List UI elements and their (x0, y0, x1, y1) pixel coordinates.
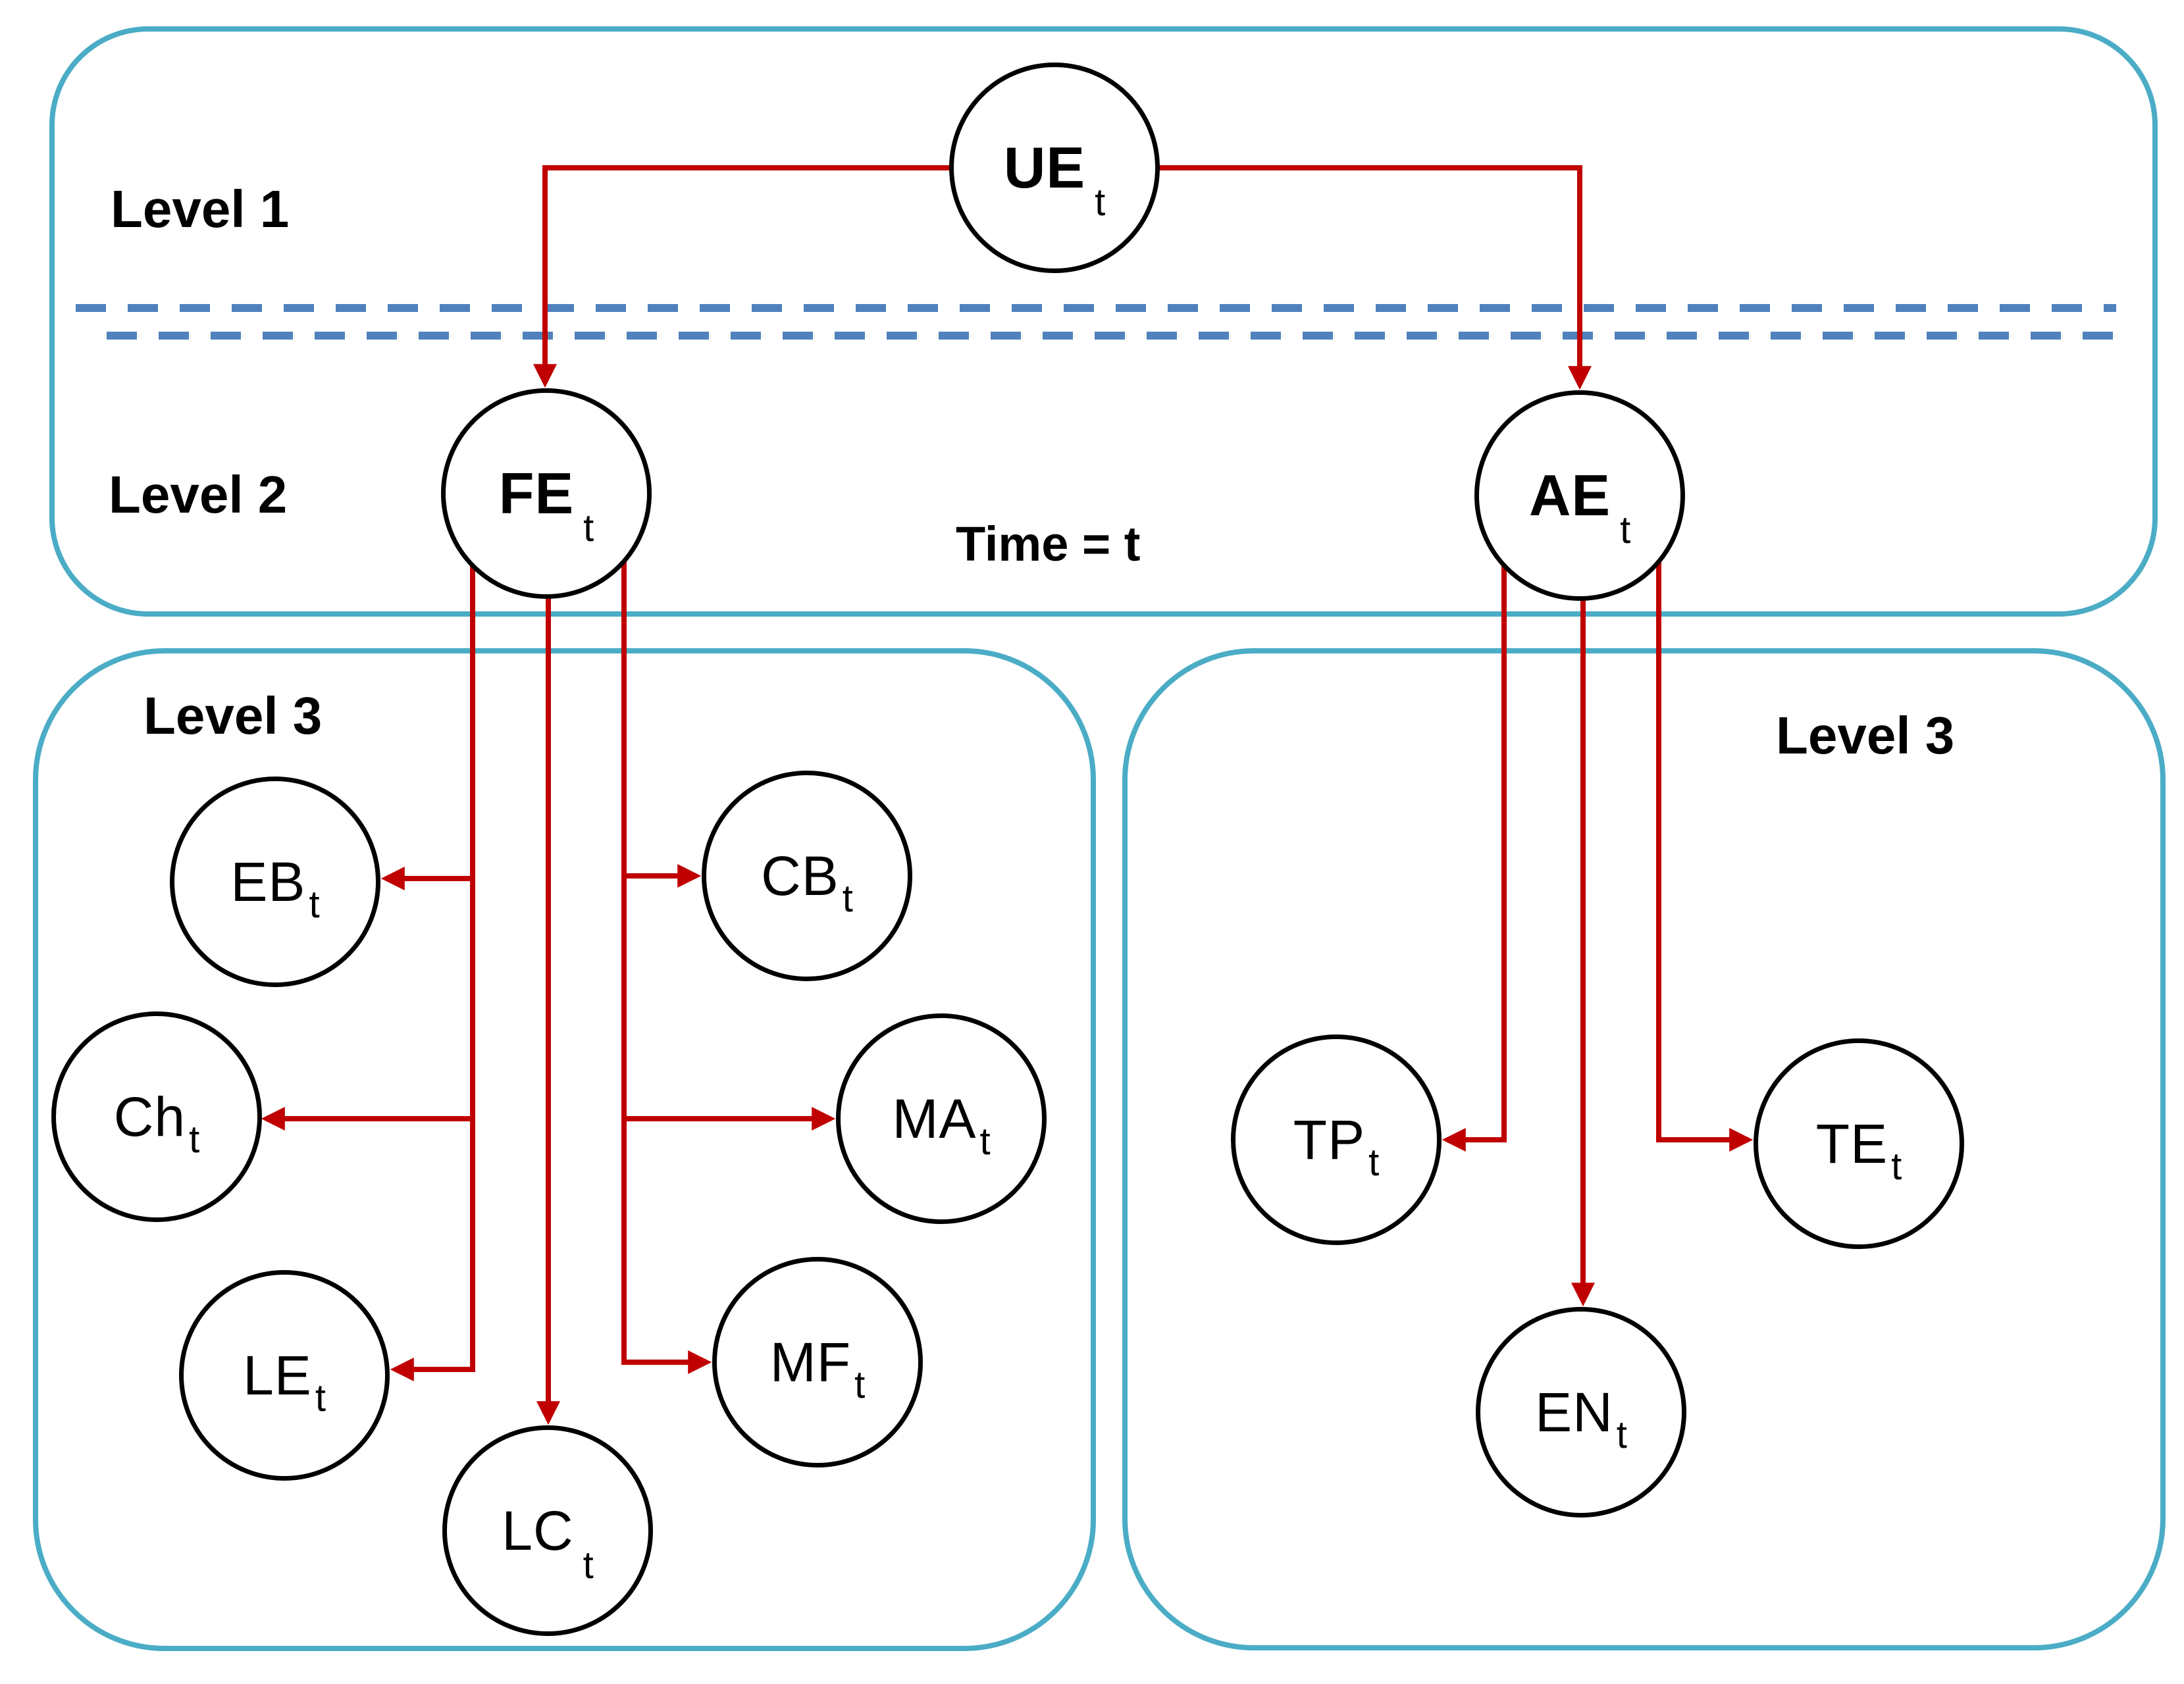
node-le-subscript: t (315, 1376, 326, 1419)
node-ue-subscript: t (1095, 180, 1106, 224)
level1-level2-box (49, 26, 2158, 617)
node-ch-label: Ch (113, 1085, 186, 1148)
level2-label: Level 2 (109, 465, 288, 524)
level3-left-label: Level 3 (143, 686, 323, 745)
node-tp-subscript: t (1368, 1140, 1380, 1184)
node-lc-label: LC (502, 1499, 574, 1562)
arrow-ae-to-te (1656, 499, 1754, 1152)
node-le-label: LE (243, 1344, 312, 1406)
level3-right-label: Level 3 (1776, 706, 1955, 765)
node-cb-subscript: t (842, 877, 853, 920)
node-ma-label: MA (892, 1087, 977, 1150)
node-ue-label: UE (1003, 135, 1086, 200)
node-eb-subscript: t (309, 882, 320, 926)
time-label: Time = t (956, 517, 1141, 571)
level1-label: Level 1 (111, 180, 290, 238)
node-ae-subscript: t (1620, 508, 1631, 551)
node-mf-subscript: t (854, 1363, 866, 1406)
node-fe-label: FE (498, 461, 575, 526)
node-lc-subscript: t (583, 1543, 594, 1587)
arrow-ue-to-ae (1054, 165, 1592, 390)
arrow-fe-to-mf (621, 497, 712, 1374)
level3-right-box (1122, 648, 2166, 1650)
node-cb-label: CB (761, 844, 839, 907)
level3-left-box (33, 648, 1096, 1651)
node-te-subscript: t (1891, 1144, 1902, 1188)
node-eb-label: EB (230, 850, 306, 913)
arrow-ue-to-fe (533, 165, 1054, 388)
node-ae-label: AE (1528, 463, 1611, 528)
node-en-subscript: t (1616, 1413, 1627, 1456)
node-te-label: TE (1815, 1112, 1888, 1175)
node-en-label: EN (1535, 1381, 1613, 1443)
node-fe-subscript: t (583, 506, 594, 549)
node-mf-label: MF (769, 1331, 852, 1393)
node-ma-subscript: t (979, 1119, 991, 1163)
node-tp-label: TP (1293, 1108, 1366, 1171)
arrow-ae-to-tp (1442, 499, 1507, 1152)
arrow-fe-to-le (390, 497, 475, 1381)
node-ch-subscript: t (189, 1117, 200, 1161)
